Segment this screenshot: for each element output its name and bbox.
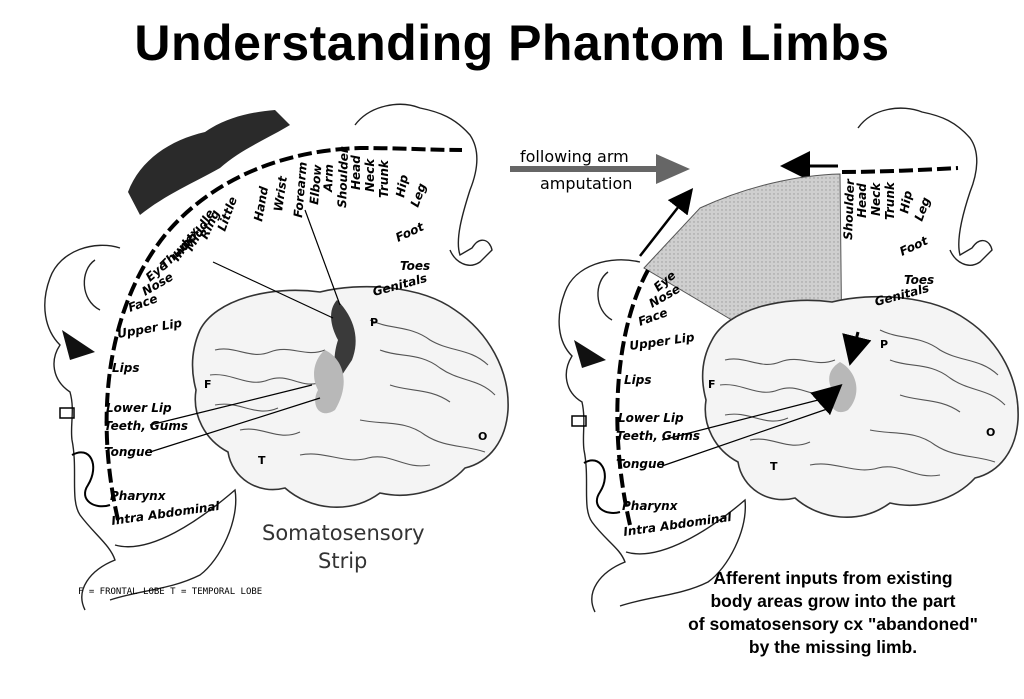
left-mouth-shape (62, 330, 95, 360)
label-neck: Neck (363, 158, 377, 192)
right-somatosensory-strip-top (842, 168, 958, 172)
right-mouth-shape (574, 340, 606, 368)
label-hip: Hip (393, 173, 411, 198)
label-toes: Toes (400, 259, 430, 273)
somatosensory-caption-line1: Somatosensory (262, 521, 425, 545)
right-label-pharynx: Pharynx (622, 499, 679, 513)
label-foot: Foot (393, 219, 427, 245)
left-panel: Little Ring Middle Index Thumb Eye Nose … (45, 104, 508, 610)
right-label-face: Face (636, 305, 669, 328)
right-lobe-o: O (986, 426, 995, 439)
lobe-legend: F = FRONTAL LOBE T = TEMPORAL LOBE (78, 587, 262, 597)
right-label-hip: Hip (897, 189, 915, 214)
arrow-shaft (510, 166, 660, 172)
label-intra-abdominal: Intra Abdominal (110, 499, 221, 528)
label-lips: Lips (112, 361, 140, 375)
left-lobe-o: O (478, 430, 487, 443)
label-hand: Hand (251, 185, 271, 223)
label-trunk: Trunk (377, 159, 391, 198)
right-tongue-shape (584, 460, 620, 513)
arrow-label-line2: amputation (540, 174, 632, 193)
label-lower-lip: Lower Lip (106, 401, 172, 415)
right-label-lips: Lips (624, 373, 652, 387)
label-upper-lip: Upper Lip (116, 316, 183, 341)
right-ear-outline (598, 272, 612, 320)
caption-line-2: body areas grow into the part (710, 591, 955, 611)
right-label-upper-lip: Upper Lip (628, 330, 695, 353)
right-lobe-f: F (708, 378, 716, 391)
left-lobe-t: T (258, 454, 266, 467)
caption-line-4: by the missing limb. (749, 637, 917, 657)
right-label-leg: Leg (912, 195, 934, 223)
right-label-tongue: Tongue (616, 457, 665, 471)
right-label-trunk: Trunk (883, 181, 897, 220)
right-lobe-p: P (880, 338, 888, 351)
label-wrist: Wrist (271, 174, 290, 212)
right-label-teeth-gums: Teeth, Gums (616, 429, 700, 443)
arrow-head (656, 154, 690, 184)
left-lobe-p: P (370, 316, 378, 329)
label-forearm: Forearm (291, 161, 310, 218)
left-tongue-shape (72, 452, 110, 506)
label-tongue: Tongue (104, 445, 153, 459)
right-label-intra-abdominal: Intra Abdominal (622, 510, 733, 539)
afferent-caption: Afferent inputs from existing body areas… (688, 568, 978, 657)
right-label-lower-lip: Lower Lip (618, 411, 684, 425)
label-arm: Arm (321, 164, 336, 193)
amputation-arrow: following arm amputation (510, 147, 690, 193)
caption-line-3: of somatosensory cx "abandoned" (688, 614, 978, 634)
label-head: Head (349, 155, 363, 190)
label-leg: Leg (408, 181, 430, 209)
label-teeth-gums: Teeth, Gums (104, 419, 188, 433)
right-somatosensory-strip (617, 270, 648, 525)
arrow-label-line1: following arm (520, 147, 629, 166)
right-label-head: Head (855, 183, 869, 218)
right-label-foot: Foot (897, 233, 931, 259)
label-pharynx: Pharynx (110, 489, 167, 503)
right-brain-outline (703, 297, 1019, 518)
right-label-neck: Neck (869, 182, 883, 216)
caption-line-1: Afferent inputs from existing (713, 568, 952, 588)
left-ear-outline (84, 260, 100, 310)
right-lobe-t: T (770, 460, 778, 473)
left-lobe-f: F (204, 378, 212, 391)
somatosensory-caption-line2: Strip (318, 549, 367, 573)
